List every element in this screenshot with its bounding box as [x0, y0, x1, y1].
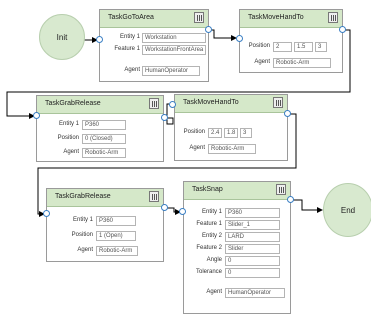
entity1-label: Entity 1: [119, 34, 140, 40]
feature1-field[interactable]: Slider_1: [225, 220, 280, 230]
menu-icon[interactable]: [273, 97, 283, 108]
task-header: TaskGoToArea: [100, 10, 208, 28]
init-label: Init: [56, 32, 68, 42]
feature2-field[interactable]: Slider: [225, 244, 280, 254]
position-y-field[interactable]: 1.8: [224, 128, 238, 138]
position-label: Position: [57, 135, 79, 141]
agent-field[interactable]: Robotic-Arm: [208, 144, 256, 154]
out-port[interactable]: [284, 110, 291, 117]
task-snap[interactable]: TaskSnap Entity 1 P360 Feature 1 Slider_…: [183, 181, 291, 314]
agent-label: Agent: [124, 67, 140, 73]
out-port[interactable]: [161, 114, 168, 121]
wire-move1-grab1: [6, 29, 351, 119]
out-port[interactable]: [287, 196, 294, 203]
entity1-field[interactable]: Workstation: [142, 33, 206, 43]
entity2-label: Entity 2: [201, 233, 222, 239]
angle-label: Angle: [206, 257, 222, 263]
position-y-field[interactable]: 1.5: [294, 42, 313, 52]
tolerance-field[interactable]: 0: [225, 268, 280, 278]
position-label: Position: [183, 129, 205, 135]
menu-icon[interactable]: [328, 12, 338, 23]
out-port[interactable]: [339, 26, 346, 33]
wire-snap-end: [291, 199, 323, 213]
entity1-field[interactable]: P360: [82, 120, 126, 130]
feature2-label: Feature 2: [196, 245, 222, 251]
out-port[interactable]: [161, 204, 168, 211]
agent-field[interactable]: Robotic-Arm: [82, 148, 126, 158]
position-label: Position: [71, 232, 93, 238]
position-label: Position: [248, 43, 270, 49]
agent-label: Agent: [63, 149, 79, 155]
task-title: TaskMoveHandTo: [248, 14, 304, 21]
position-x-field[interactable]: 2.4: [208, 128, 222, 138]
task-grab-release-1[interactable]: TaskGrabRelease Entity 1 P360 Position 0…: [36, 95, 164, 162]
entity1-label: Entity 1: [72, 217, 93, 223]
in-port[interactable]: [33, 112, 40, 119]
agent-label: Agent: [77, 247, 93, 253]
menu-icon[interactable]: [276, 184, 286, 195]
wire-goto-move1: [208, 29, 237, 41]
in-port[interactable]: [179, 208, 186, 215]
init-node[interactable]: Init: [39, 14, 85, 60]
task-title: TaskGrabRelease: [55, 193, 111, 200]
feature1-field[interactable]: WorkstationFrontArea: [142, 45, 206, 55]
entity2-field[interactable]: LARD: [225, 232, 280, 242]
wire-grab2-snap: [165, 207, 181, 215]
position-field[interactable]: 1 (Open): [96, 231, 136, 241]
task-header: TaskSnap: [184, 182, 290, 200]
task-goto-area[interactable]: TaskGoToArea Entity 1 Workstation Featur…: [99, 9, 209, 82]
in-port[interactable]: [236, 35, 243, 42]
task-header: TaskGrabRelease: [37, 96, 163, 114]
agent-field[interactable]: HumanOperator: [225, 288, 285, 298]
agent-field[interactable]: Robotic-Arm: [96, 246, 138, 256]
task-header: TaskMoveHandTo: [240, 10, 342, 28]
wire-grab1-move2: [165, 103, 174, 125]
agent-label: Agent: [189, 145, 205, 151]
entity1-field[interactable]: P360: [96, 216, 136, 226]
agent-label: Agent: [206, 289, 222, 295]
menu-icon[interactable]: [194, 12, 204, 23]
menu-icon[interactable]: [149, 98, 159, 109]
position-z-field[interactable]: 3: [315, 42, 327, 52]
agent-field[interactable]: HumanOperator: [142, 66, 200, 76]
task-title: TaskGoToArea: [108, 14, 154, 21]
task-grab-release-2[interactable]: TaskGrabRelease Entity 1 P360 Position 1…: [46, 188, 164, 262]
wire-move2-grab2: [37, 113, 297, 217]
task-header: TaskGrabRelease: [47, 189, 163, 207]
tolerance-label: Tolerance: [195, 269, 222, 275]
feature1-label: Feature 1: [196, 221, 222, 227]
position-field[interactable]: 0 (Closed): [82, 134, 126, 144]
entity1-label: Entity 1: [201, 209, 222, 215]
position-z-field[interactable]: 3: [240, 128, 252, 138]
end-label: End: [340, 205, 356, 215]
angle-field[interactable]: 0: [225, 256, 280, 266]
entity1-label: Entity 1: [58, 121, 79, 127]
end-node[interactable]: End: [323, 183, 371, 237]
in-port[interactable]: [96, 36, 103, 43]
task-header: TaskMoveHandTo: [175, 95, 287, 113]
task-title: TaskSnap: [192, 186, 223, 193]
task-title: TaskGrabRelease: [45, 100, 101, 107]
agent-label: Agent: [254, 59, 270, 65]
task-move-hand-to-2[interactable]: TaskMoveHandTo Position 2.4 1.8 3 Agent …: [174, 94, 288, 161]
task-title: TaskMoveHandTo: [183, 99, 239, 106]
in-port[interactable]: [43, 210, 50, 217]
menu-icon[interactable]: [149, 191, 159, 202]
task-move-hand-to-1[interactable]: TaskMoveHandTo Position 2 1.5 3 Agent Ro…: [239, 9, 343, 73]
feature1-label: Feature 1: [114, 46, 140, 52]
agent-field[interactable]: Robotic-Arm: [273, 58, 331, 68]
position-x-field[interactable]: 2: [273, 42, 292, 52]
out-port[interactable]: [205, 26, 212, 33]
entity1-field[interactable]: P360: [225, 208, 280, 218]
in-port[interactable]: [169, 101, 176, 108]
